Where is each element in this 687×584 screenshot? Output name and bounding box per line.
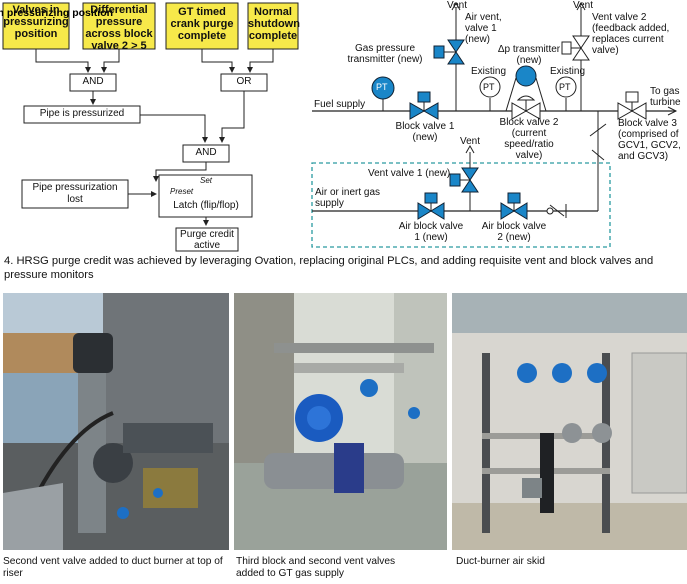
input-valves-text: Valves in pressurizing position [0,7,113,19]
air-block-valve-1-icon [417,192,445,220]
block-valve-3-icon [617,91,647,120]
to-gt-label: To gas turbine [650,86,681,108]
figure-caption: 4. HRSG purge credit was achieved by lev… [4,255,654,281]
block-valve-1-icon [409,91,439,120]
input-shutdown-label: Normal shutdown complete [248,6,300,42]
latch-preset-label: Preset [170,187,194,196]
photo-duct-burner-vent [3,293,229,550]
input-dp-label: Differential pressure across block valve… [85,4,153,52]
purge-logic-diagram: Valves in pressurizing position [0,2,299,252]
existing-pt-right-tag: PT [559,82,571,92]
vent-mid-label: Vent [460,136,481,147]
block-valve-3-label: Block valve 3 (comprised of GCV1, GCV2, … [618,118,681,162]
vent-mid-arrow [465,144,475,154]
existing-pt-left-tag: PT [483,82,495,92]
block-valve-2-icon [511,95,541,120]
vent-valve-2-label: Vent valve 2 (feedback added, replaces c… [592,12,670,56]
existing-right-label: Existing [550,66,586,77]
existing-pt-left-icon [479,76,501,98]
fuel-arrow [667,106,678,116]
photo-air-skid [452,293,687,550]
purge-credit-box [175,227,239,252]
air-block-valve-2-icon [500,192,528,220]
and-gate-1-label: AND [82,76,104,87]
latch-label: Latch (flip/flop) [173,200,239,211]
gas-pt-label: Gas pressure transmitter (new) [347,43,423,65]
or-gate-label: OR [236,76,252,87]
input-dp-box [82,2,156,50]
input-valves-box [2,2,70,50]
photo-caption-1: Second vent valve added to duct burner a… [3,556,223,579]
purge-credit-label: Purge credit active [180,229,234,251]
vent-valve-1-label: Vent valve 1 (new) [368,168,451,179]
vent-top-left-label: Vent [447,0,468,11]
pid-diagram [311,1,678,248]
gas-pt-tag: PT [376,82,388,92]
air-supply-label: Air or inert gas supply [315,187,381,209]
vent-valve-2-icon [561,35,590,61]
air-vent-valve-1-icon [433,39,465,65]
air-block-2-label: Air block valve 2 (new) [481,221,547,243]
vent-arrow-right [576,1,586,11]
check-valve-vertical-icon [589,123,607,161]
photo-caption-2: Third block and second vent valves added… [236,556,396,579]
block-valve-1-label: Block valve 1 (new) [395,121,455,143]
vent-arrow-left [451,1,461,11]
input-shutdown-box [247,2,299,50]
existing-left-label: Existing [471,66,507,77]
air-skid-boundary [311,162,611,248]
input-crank-box [165,2,239,50]
pressurization-lost-label: Pipe pressurization lost [32,182,118,205]
existing-pt-right-icon [555,76,577,98]
latch-set-label: Set [200,176,213,185]
and-gate-2-label: AND [195,147,217,158]
input-valves-label: Valves in pressurizing position [3,4,69,40]
vent-top-right-label: Vent [573,0,594,11]
pipe-pressurized-label: Pipe is pressurized [39,108,125,119]
fuel-supply-label: Fuel supply [314,99,366,110]
dp-transmitter-icon [515,65,537,87]
input-crank-label: GT timed crank purge complete [170,6,234,42]
dp-tx-label: Δp transmitter (new) [497,44,561,66]
gas-pressure-transmitter-icon [371,76,395,100]
air-check-valve-icon [549,204,567,218]
photo-caption-3: Duct-burner air skid [456,556,545,567]
vent-valve-1-icon [449,167,479,193]
air-block-1-label: Air block valve 1 (new) [398,221,464,243]
photo-gt-gas-supply [234,293,447,550]
air-vent-label: Air vent, valve 1 (new) [465,12,502,45]
block-valve-2-label: Block valve 2 (current speed/ratio valve… [499,117,559,161]
